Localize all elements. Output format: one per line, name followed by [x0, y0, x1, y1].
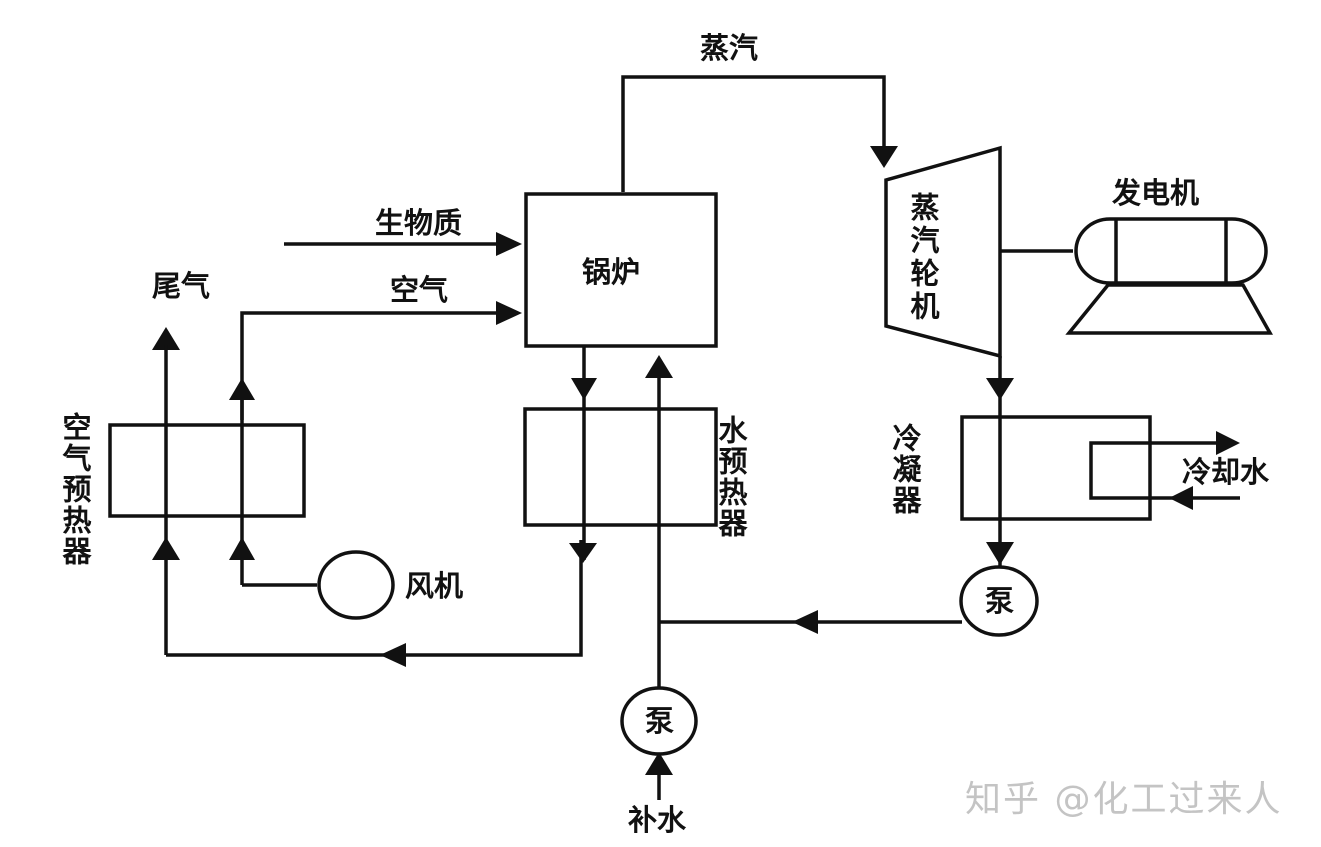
feed-water-line [645, 355, 673, 688]
water-preheater-box [523, 407, 718, 527]
condenser-box [960, 415, 1152, 521]
arrow-right-icon [1216, 431, 1240, 455]
label-water-preheater: 水预热器 [714, 415, 749, 539]
label-air-preheater: 空气预热器 [58, 411, 93, 567]
arrow-down-icon [569, 543, 597, 563]
arrow-left-icon [1169, 486, 1193, 510]
arrow-left-icon [380, 643, 406, 667]
fan-circle [317, 550, 395, 620]
generator-shape [1065, 217, 1273, 335]
label-condenser: 冷凝器 [888, 423, 923, 516]
makeup-water-line [645, 752, 673, 800]
condensate-return-line [659, 610, 962, 634]
arrow-right-icon [496, 301, 522, 325]
flue-gas-boiler-line [569, 346, 597, 563]
biomass-line [284, 232, 522, 256]
label-fan: 风机 [405, 569, 463, 603]
label-pump-condensate: 泵 [985, 584, 1014, 618]
label-air: 空气 [390, 273, 448, 307]
label-steam: 蒸汽 [700, 31, 758, 65]
arrow-up-icon [152, 327, 180, 350]
arrow-down-icon [870, 146, 898, 168]
air-line [229, 301, 522, 420]
air-preheater-box [108, 423, 306, 518]
arrow-up-icon [229, 378, 255, 400]
arrow-down-icon [986, 378, 1014, 400]
flue-gas-return-line [166, 540, 583, 667]
label-pump-makeup: 泵 [645, 704, 674, 738]
arrow-left-icon [792, 610, 818, 634]
pump-condensate-circle [959, 565, 1039, 637]
cooling-water-loop [1089, 431, 1240, 510]
svg-text:空气预热器: 空气预热器 [58, 411, 93, 567]
label-steam-turbine: 蒸汽轮机 [906, 192, 940, 324]
label-generator: 发电机 [1111, 176, 1199, 210]
watermark: 知乎 @化工过来人 [965, 779, 1283, 820]
label-exhaust: 尾气 [152, 269, 210, 303]
label-biomass: 生物质 [375, 206, 462, 240]
flue-gas-air-preheater-line [152, 345, 255, 655]
arrow-up-icon [645, 355, 673, 378]
steam-line [621, 75, 898, 192]
boiler-box [524, 192, 718, 348]
arrow-up-icon [645, 752, 673, 775]
arrow-right-icon [496, 232, 522, 256]
label-boiler: 锅炉 [582, 255, 640, 289]
arrow-down-icon [571, 378, 597, 400]
arrow-down-icon [986, 542, 1014, 565]
steam-turbine-shape [884, 145, 1002, 359]
label-makeup-water: 补水 [628, 803, 687, 837]
arrow-up-icon [229, 537, 255, 560]
label-cooling-water: 冷却水 [1182, 455, 1270, 489]
arrow-up-icon [152, 537, 180, 560]
